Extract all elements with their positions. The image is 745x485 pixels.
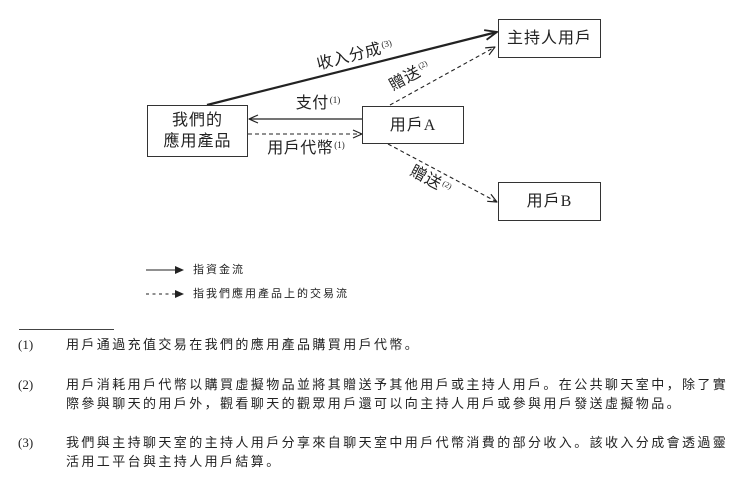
node-our-app: 我們的 應用產品 xyxy=(147,105,248,157)
edge-label-text: 用戶代幣 xyxy=(267,140,334,157)
node-our-app-line-2: 應用產品 xyxy=(163,133,232,150)
node-user-b-label: 用戶B xyxy=(526,193,573,210)
footnote-ref: (3) xyxy=(380,37,393,50)
legend-item-transaction-flow: 指我們應用產品上的交易流 xyxy=(193,288,349,300)
arrow-revenue-share xyxy=(206,32,497,107)
footnote-text: 用戶通過充值交易在我們的應用產品購買用戶代幣。 xyxy=(66,336,420,355)
footnote-number: (3) xyxy=(18,435,34,450)
edge-label-payment: 支付(1) xyxy=(296,95,341,113)
footnote-line: 際參與聊天的用戶外，觀看聊天的觀眾用戶還可以向主持人用戶或參與用戶發送虛擬物品。 xyxy=(66,395,683,411)
legend-solid-arrowhead-icon xyxy=(175,266,184,274)
edge-label-user-tokens: 用戶代幣(1) xyxy=(267,140,345,158)
edge-label-text: 支付 xyxy=(295,95,329,112)
node-host-user-label: 主持人用戶 xyxy=(506,30,592,47)
arrow-gift-to-host xyxy=(389,47,495,106)
legend-item-fund-flow: 指資金流 xyxy=(193,264,245,276)
footnote-text: 我們與主持聊天室的主持人用戶分享來自聊天室中用戶代幣消費的部分收入。該收入分成會… xyxy=(66,434,728,471)
node-user-a: 用戶A xyxy=(362,106,464,144)
footnote-line: 活用工平台與主持人用戶結算。 xyxy=(66,453,282,469)
node-user-a-label: 用戶A xyxy=(389,116,437,134)
footnote-divider xyxy=(19,329,114,330)
footnote-line: 用戶消耗用戶代幣以購買虛擬物品並將其贈送予其他用戶或主持人用戶。在公共聊天室中，… xyxy=(66,377,729,392)
footnote-ref: (1) xyxy=(334,140,345,150)
legend-dashed-arrowhead-icon xyxy=(175,290,184,298)
footnote-line: 我們與主持聊天室的主持人用戶分享來自聊天室中用戶代幣消費的部分收入。該收入分成會… xyxy=(66,435,729,450)
node-host-user: 主持人用戶 xyxy=(498,19,601,58)
footnote-number: (1) xyxy=(18,337,34,352)
footnote-ref: (1) xyxy=(329,95,341,105)
node-user-b: 用戶B xyxy=(498,182,601,221)
footnote-line: 用戶通過充值交易在我們的應用產品購買用戶代幣。 xyxy=(66,337,421,352)
footnote-number: (2) xyxy=(18,377,34,392)
node-our-app-line-1: 我們的 xyxy=(171,112,223,129)
footnote-text: 用戶消耗用戶代幣以購買虛擬物品並將其贈送予其他用戶或主持人用戶。在公共聊天室中，… xyxy=(66,376,728,413)
